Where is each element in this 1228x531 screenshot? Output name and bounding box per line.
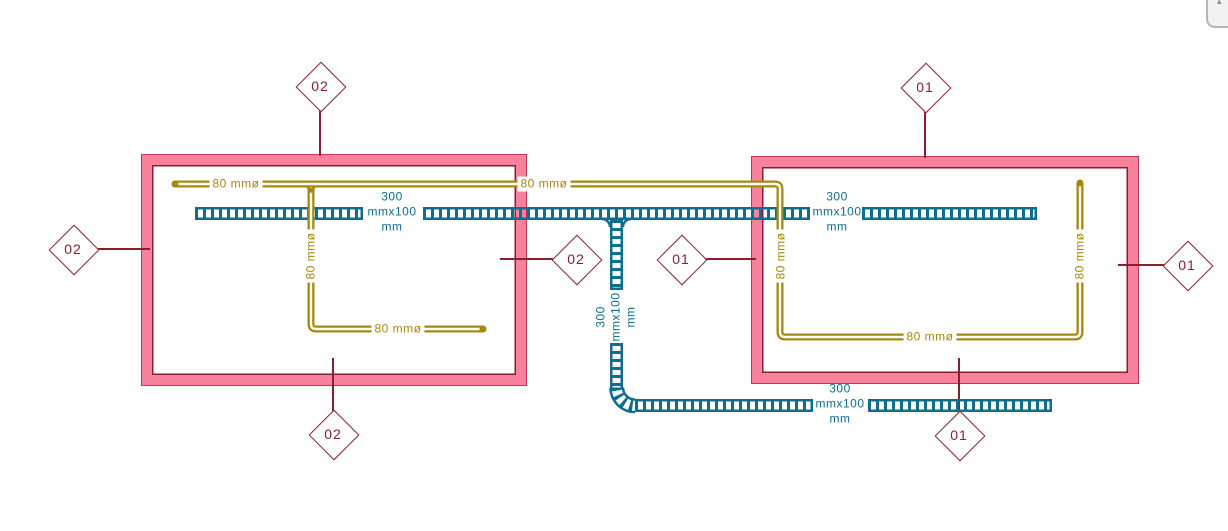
conduit-run-centerline [175, 182, 1082, 339]
system-tag-02[interactable]: 02 [48, 224, 100, 276]
system-tag-01[interactable]: 01 [934, 410, 986, 462]
tray-size-label[interactable]: 300 mmx100 mm [812, 189, 862, 234]
tag-leader [97, 248, 150, 250]
tag-leader [1118, 264, 1164, 266]
system-tag-02[interactable]: 02 [295, 61, 347, 113]
system-tag-02[interactable]: 02 [308, 409, 360, 461]
tag-leader [958, 358, 960, 412]
tag-label: 01 [950, 427, 968, 443]
tag-leader [704, 258, 756, 260]
tray-size-label[interactable]: 300 mmx100 mm [367, 189, 417, 234]
tag-label: 01 [1178, 257, 1196, 273]
conduit-size-label[interactable]: 80 mmø [517, 176, 571, 192]
conduit-size-label[interactable]: 80 mmø [903, 329, 957, 345]
system-tag-02[interactable]: 02 [551, 234, 603, 286]
conduit-tee-fitting [306, 187, 316, 194]
conduit-size-label[interactable]: 80 mmø [371, 321, 425, 337]
cable-tray-elbow-rungs [610, 386, 636, 412]
system-tag-01[interactable]: 01 [656, 234, 708, 286]
tag-leader [500, 258, 553, 260]
system-tag-01[interactable]: 01 [1162, 240, 1214, 292]
room-outline-right[interactable] [752, 157, 1138, 383]
tag-leader [319, 110, 321, 156]
tray-size-label[interactable]: 300 mmx100 mm [593, 292, 638, 342]
tray-size-label[interactable]: 300 mmx100 mm [815, 381, 865, 426]
conduit-size-label[interactable]: 80 mmø [209, 176, 263, 192]
cable-tray-rungs [195, 207, 1052, 412]
conduit-end-cap [479, 325, 487, 333]
scroll-up-icon[interactable]: ▴ [1217, 0, 1222, 6]
system-tag-01[interactable]: 01 [900, 62, 952, 114]
conduit-end-cap [171, 180, 179, 188]
conduit-size-label[interactable]: 80 mmø [303, 229, 319, 283]
conduit-size-label[interactable]: 80 mmø [1072, 229, 1088, 283]
conduit-size-label[interactable]: 80 mmø [773, 229, 789, 283]
tag-label: 02 [64, 241, 82, 257]
conduit-network[interactable] [171, 179, 1084, 341]
tag-label: 02 [567, 251, 585, 267]
tag-leader [332, 358, 334, 411]
tag-label: 02 [311, 78, 329, 94]
tag-label: 01 [672, 251, 690, 267]
tag-label: 01 [916, 79, 934, 95]
conduit-end-cap [1076, 179, 1084, 187]
room-outline-left[interactable] [142, 155, 526, 385]
tag-leader [924, 112, 926, 158]
tag-label: 02 [324, 426, 342, 442]
scrollbar-corner[interactable]: ▴ [1206, 0, 1228, 28]
